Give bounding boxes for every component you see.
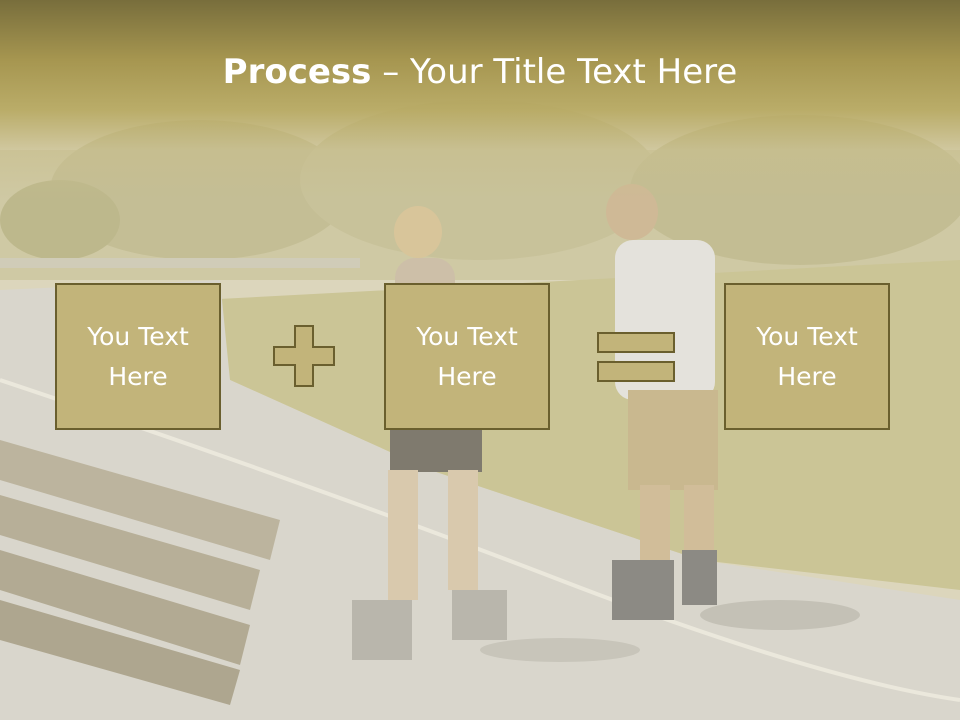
bench <box>0 440 280 705</box>
shadow <box>700 600 860 630</box>
tree-canopy <box>0 180 120 260</box>
process-box-label: You Text Here <box>756 321 858 391</box>
process-box-1[interactable]: You Text Here <box>55 283 221 430</box>
title-band <box>0 0 960 200</box>
equals-icon <box>597 332 675 382</box>
title-rest: Your Title Text Here <box>410 52 738 92</box>
slide-title: Process – Your Title Text Here <box>0 52 960 92</box>
process-box-label: You Text Here <box>416 321 518 391</box>
fence <box>0 258 360 268</box>
path-line <box>0 378 960 702</box>
skater-boy <box>606 184 718 620</box>
title-dash: – <box>371 52 411 92</box>
plus-icon <box>273 325 335 387</box>
process-box-label: You Text Here <box>87 321 189 391</box>
process-box-2[interactable]: You Text Here <box>384 283 550 430</box>
title-bold: Process <box>222 52 372 92</box>
shadow <box>480 638 640 662</box>
process-box-3[interactable]: You Text Here <box>724 283 890 430</box>
